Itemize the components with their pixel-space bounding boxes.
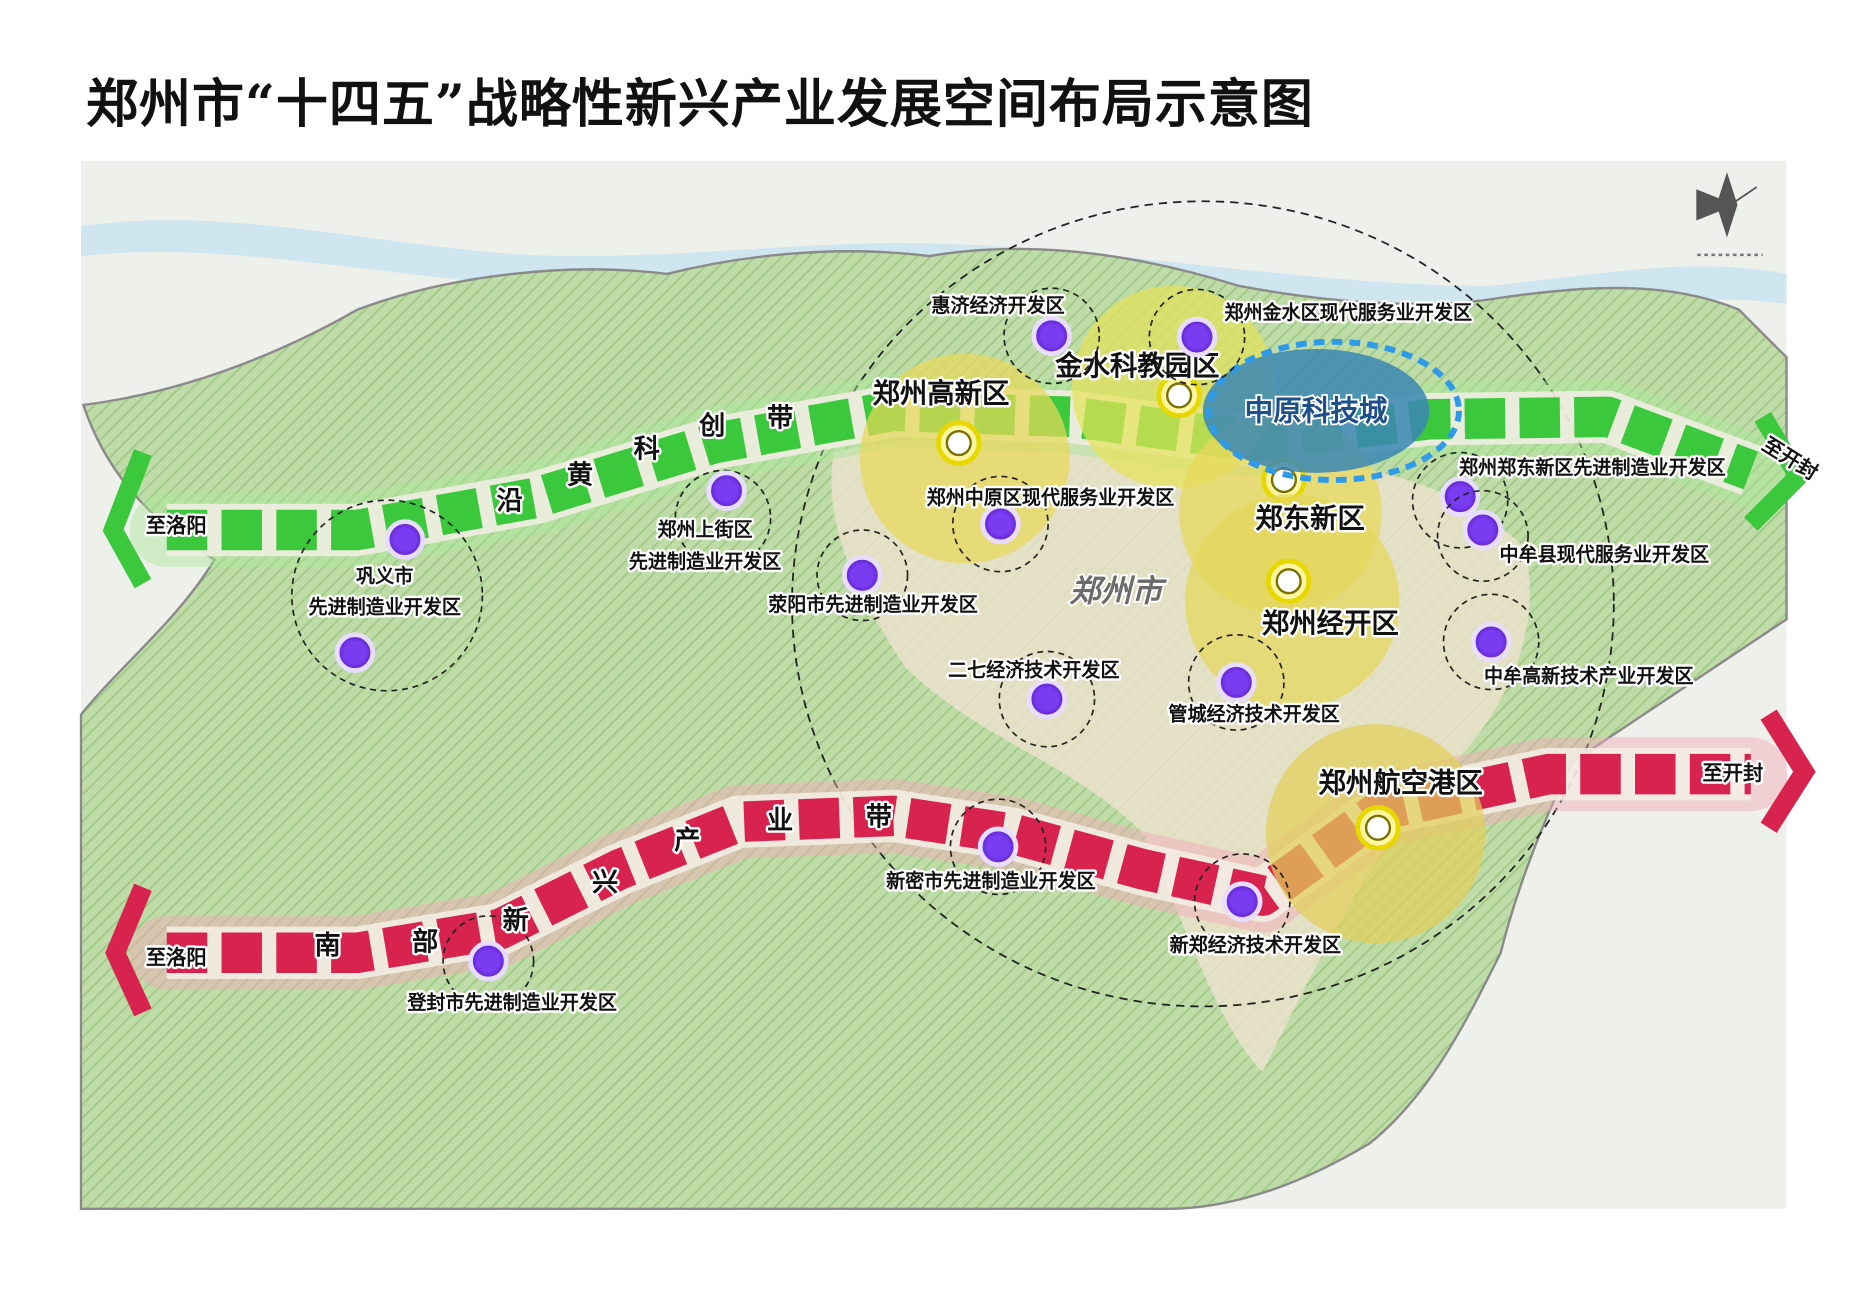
development-zone-ring	[1187, 633, 1285, 731]
development-zone-label: 管城经济技术开发区	[1168, 703, 1339, 726]
development-zone-label: 新郑经济技术开发区	[1170, 934, 1341, 957]
development-zone-ring	[290, 499, 484, 692]
key-zone[interactable]	[1266, 724, 1486, 944]
south-belt-east-label: 至开封	[1703, 761, 1764, 785]
north-belt-west-label: 至洛阳	[146, 513, 207, 537]
development-zone-dot-icon	[384, 519, 426, 560]
development-zone-label: 郑州金水区现代服务业开发区	[1224, 301, 1472, 324]
development-zone-dot-icon	[980, 503, 1021, 545]
development-zone-label: 新密市先进制造业开发区	[886, 869, 1096, 892]
south-belt-west-label: 至洛阳	[146, 946, 207, 970]
development-zone-ring	[442, 915, 535, 1008]
development-zone-label: 登封市先进制造业开发区	[406, 991, 617, 1014]
development-zone-dot-icon	[1462, 509, 1504, 551]
development-zone[interactable]: 中牟高新技术产业开发区	[1442, 593, 1696, 691]
key-zone[interactable]	[1185, 494, 1400, 709]
south-belt-dashes	[166, 753, 1751, 974]
development-zone-ring	[998, 650, 1096, 748]
development-zone-ring	[1193, 853, 1291, 951]
development-zone-dot-icon	[977, 826, 1019, 868]
development-zone[interactable]: 荥阳市先进制造业开发区	[766, 529, 980, 622]
development-zone-ring	[816, 529, 909, 622]
development-zone-ring	[674, 469, 772, 567]
development-zone-label: 郑州上街区	[657, 518, 752, 541]
development-zone-label: 郑州郑东新区先进制造业开发区	[1459, 456, 1726, 479]
development-zone-ring	[1148, 288, 1246, 386]
south-belt-char: 部	[412, 926, 438, 957]
north-belt-west-arrowhead-icon	[102, 449, 152, 589]
development-zone[interactable]: 惠济经济开发区	[929, 287, 1101, 385]
core-zone-zhongyuan-science-city[interactable]: 中原科技城	[1202, 338, 1462, 483]
development-zone-dot-icon	[706, 470, 747, 511]
development-zone[interactable]: 郑州郑东新区先进制造业开发区	[1411, 451, 1728, 549]
development-zone-label: 惠济经济开发区	[931, 294, 1064, 317]
development-zone[interactable]: 郑州金水区现代服务业开发区	[1148, 288, 1474, 386]
development-zone-ring	[1436, 489, 1529, 583]
south-belt-east-arrowhead-icon	[1760, 709, 1816, 833]
key-zone-label: 郑州经开区	[1262, 607, 1399, 639]
key-zone-target-icon	[1355, 805, 1401, 851]
city-label: 郑州市	[1070, 573, 1168, 609]
development-zone-ring	[951, 475, 1049, 573]
development-zone-ring	[1411, 451, 1509, 549]
development-zone[interactable]: 郑州中原区现代服务业开发区	[924, 475, 1177, 573]
north-belt-char: 科	[634, 434, 660, 464]
development-zone-label: 中牟高新技术产业开发区	[1484, 664, 1694, 687]
development-zone-ring	[949, 798, 1047, 896]
key-zone-label: 郑州高新区	[872, 378, 1009, 410]
south-belt-char: 业	[767, 806, 793, 836]
development-zone[interactable]: 二七经济技术开发区	[946, 650, 1122, 748]
development-zone-dot-icon	[1439, 476, 1481, 517]
development-zone-label: 二七经济技术开发区	[948, 658, 1119, 681]
development-zone-label-line2: 先进制造业开发区	[309, 595, 461, 618]
development-zone[interactable]: 新郑经济技术开发区	[1167, 853, 1343, 959]
development-zone-label: 中牟县现代服务业开发区	[1500, 543, 1710, 566]
development-zone-dot-icon	[1176, 316, 1218, 358]
south-belt-char: 南	[314, 931, 340, 961]
development-zone-dot-icon	[1221, 881, 1263, 922]
north-belt-char: 创	[698, 412, 725, 442]
development-zone-dot-icon	[334, 632, 376, 673]
key-zone-target-icon	[1266, 558, 1312, 604]
development-zone-dot-icon	[1026, 678, 1068, 720]
development-zone-label: 荥阳市先进制造业开发区	[768, 593, 978, 616]
south-belt-char: 带	[866, 802, 892, 832]
key-zone-target-icon	[936, 420, 982, 466]
development-zone-ring	[1442, 593, 1540, 691]
key-zone[interactable]	[859, 353, 1070, 564]
north-arrow-icon	[1696, 172, 1763, 257]
development-zone-dot-icon	[1031, 315, 1072, 357]
development-zone[interactable]: 登封市先进制造业开发区	[404, 915, 619, 1016]
north-belt-east-arrowhead-icon	[1744, 411, 1811, 531]
north-belt-char: 带	[767, 403, 793, 433]
key-zone-label: 郑州航空港区	[1319, 767, 1483, 799]
key-zone-label: 郑东新区	[1255, 503, 1365, 535]
map-title: 郑州市“十四五”战略性新兴产业发展空间布局示意图	[86, 74, 1314, 135]
key-zone-target-icon	[1156, 372, 1202, 419]
development-zone-dot-icon	[842, 555, 883, 596]
development-zone-label: 巩义市	[356, 564, 413, 587]
core-zone-label: 中原科技城	[1245, 393, 1388, 427]
north-belt-char: 沿	[497, 487, 523, 517]
development-zone-label: 郑州中原区现代服务业开发区	[927, 486, 1175, 509]
development-zone[interactable]: 中牟县现代服务业开发区	[1436, 489, 1711, 583]
south-belt-west-arrowhead-icon	[105, 883, 152, 1017]
key-zone-label: 金水科教园区	[1054, 350, 1219, 382]
development-zone[interactable]: 管城经济技术开发区	[1166, 633, 1342, 731]
development-zone-dot-icon	[468, 940, 509, 982]
development-zone-dot-icon	[1470, 621, 1512, 663]
north-belt-char: 黄	[567, 461, 593, 491]
south-belt-char: 产	[674, 826, 700, 856]
development-zone[interactable]: 新密市先进制造业开发区	[884, 798, 1098, 896]
development-zone-dot-icon	[1216, 662, 1257, 703]
development-zone-ring	[1003, 287, 1101, 385]
development-zone-label-line2: 先进制造业开发区	[629, 550, 781, 573]
south-belt-char: 兴	[592, 868, 618, 898]
south-belt-char: 新	[503, 905, 529, 936]
